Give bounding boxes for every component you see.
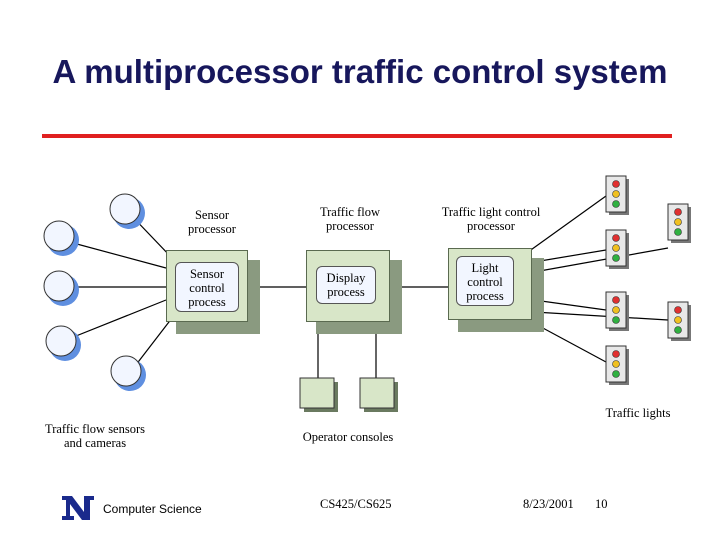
- wire-light-5: [533, 311, 669, 321]
- traffic-light-icon: [605, 175, 629, 215]
- sensor-control-process: Sensor control process: [175, 262, 239, 312]
- wire-light-3: [533, 247, 669, 273]
- sensor-circle: [43, 220, 79, 256]
- traffic-flow-processor-label: Traffic flow processor: [319, 205, 381, 233]
- operator-console: [359, 377, 398, 412]
- footer-page-number: 10: [595, 497, 608, 511]
- operator-console-group: [299, 377, 398, 412]
- sensor-circle: [109, 193, 145, 229]
- footer-course: CS425/CS625: [320, 497, 392, 511]
- traffic-light-group: [605, 175, 691, 385]
- slide-title: A multiprocessor traffic control system: [52, 53, 668, 90]
- sensor-circle: [110, 355, 146, 391]
- sensors-label: Traffic flow sensors and cameras: [45, 422, 145, 450]
- wire-light-2: [533, 249, 607, 263]
- sensor-circle: [43, 270, 79, 306]
- traffic-light-icon: [605, 291, 629, 331]
- footer-org: Computer Science: [103, 502, 202, 516]
- sensor-circle: [45, 325, 81, 361]
- footer-date: 8/23/2001: [523, 497, 574, 511]
- traffic-light-icon: [605, 345, 629, 385]
- operator-consoles-label: Operator consoles: [302, 430, 394, 444]
- traffic-light-icon: [605, 229, 629, 269]
- university-logo-icon: [60, 494, 96, 522]
- wire-sensor-2: [61, 239, 167, 269]
- sensor-processor-label: Sensor processor: [188, 208, 236, 236]
- light-control-process: Light control process: [456, 256, 514, 306]
- wire-light-1: [527, 195, 607, 253]
- traffic-light-icon: [667, 301, 691, 341]
- light-processor-label: Traffic light control processor: [441, 205, 541, 233]
- display-process: Display process: [316, 266, 376, 304]
- operator-console: [299, 377, 338, 412]
- traffic-lights-label: Traffic lights: [605, 406, 671, 420]
- title-underline: [42, 134, 672, 138]
- traffic-light-icon: [667, 203, 691, 243]
- sensor-group: [43, 193, 146, 391]
- wire-light-4: [533, 299, 607, 311]
- wire-sensor-4: [65, 299, 167, 341]
- wire-sensor-5: [131, 317, 173, 371]
